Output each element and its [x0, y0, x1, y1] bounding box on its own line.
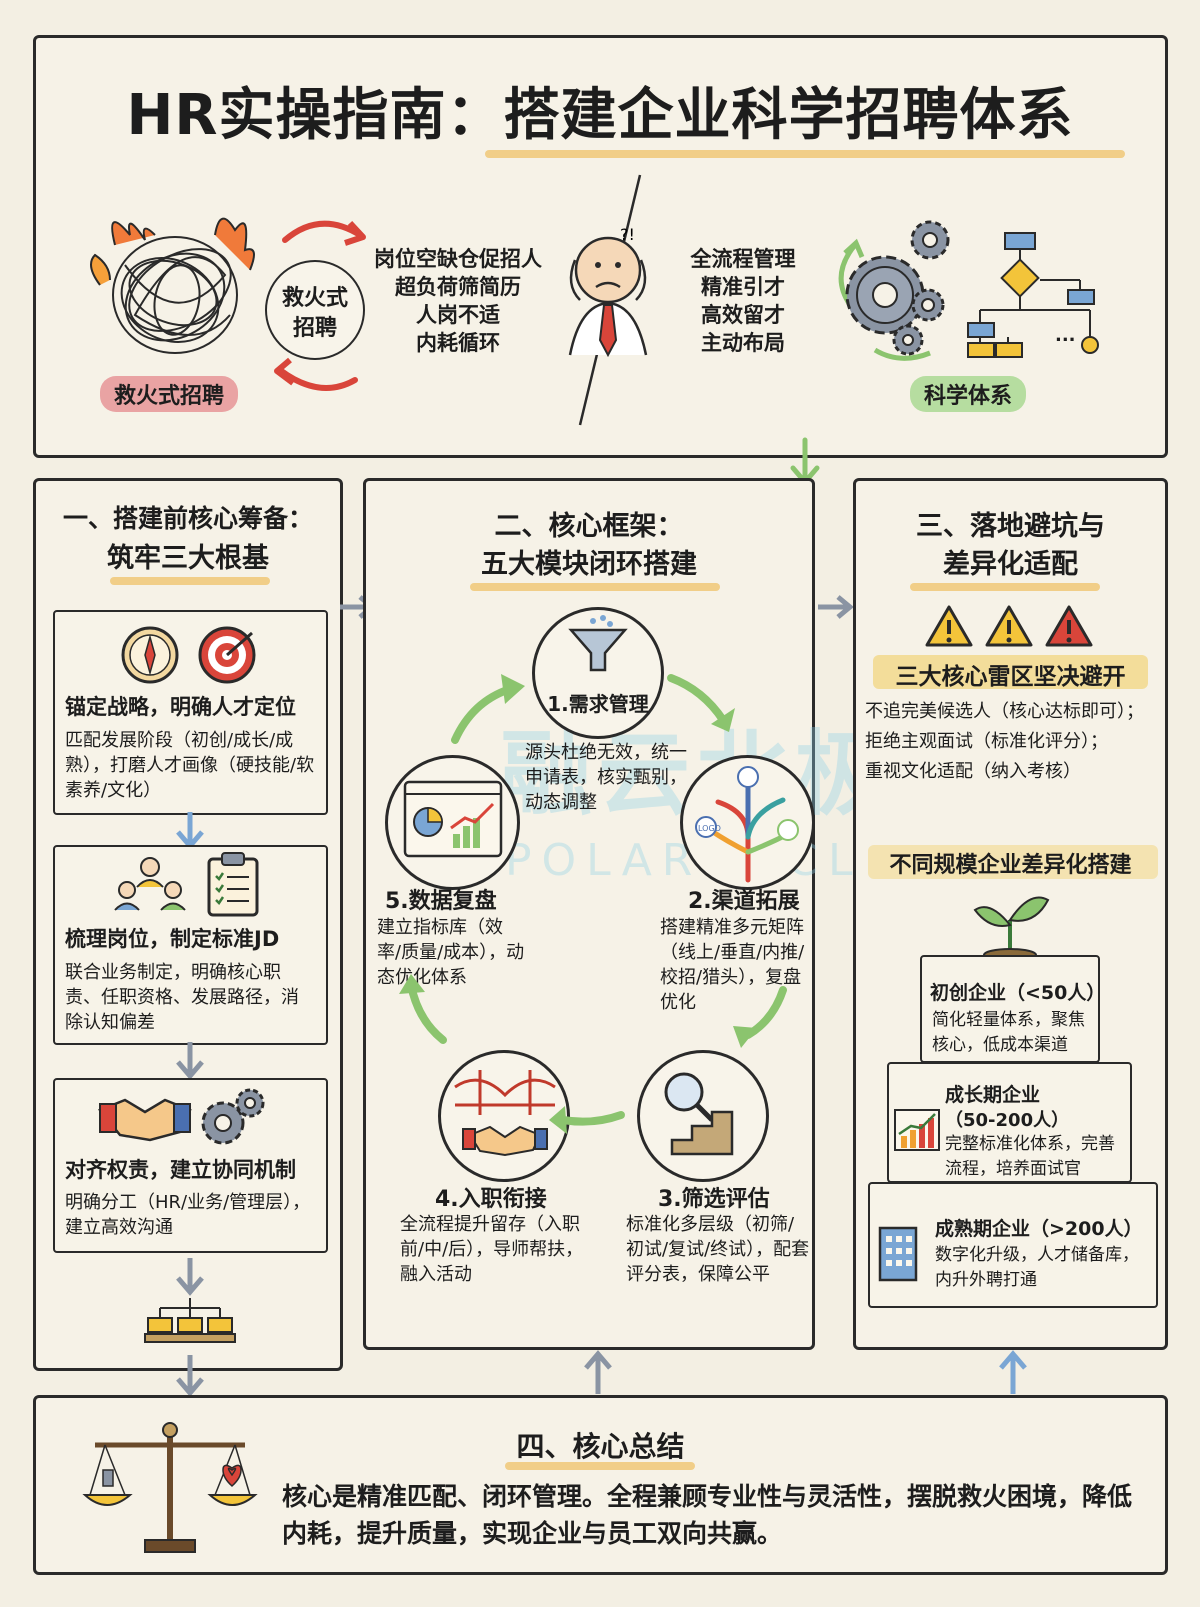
warning-icon [925, 605, 973, 647]
s1-heading-2: 梳理岗位，制定标准JD [65, 927, 280, 951]
module-3-name: 3.筛选评估 [658, 1187, 770, 1212]
section-3-title-2: 差异化适配 [943, 549, 1078, 580]
foundation-icon [144, 1298, 236, 1343]
s1-heading-1: 锚定战略，明确人才定位 [65, 695, 296, 719]
page-title: HR实操指南：搭建企业科学招聘体系 [126, 83, 1074, 148]
stressed-hr-icon: ?! [568, 174, 648, 426]
clipboard-icon [207, 852, 259, 917]
module-4-desc: 全流程提升留存（入职前/中/后），导师帮扶，融入活动 [400, 1214, 584, 1285]
s1-card-jd [53, 845, 328, 1045]
scale-title-highlight [868, 845, 1158, 879]
handshake-icon [97, 1098, 192, 1142]
section-3-title-1: 三、落地避坑与 [916, 511, 1105, 542]
section-1-title-1: 一、搭建前核心筹备： [62, 504, 313, 533]
module-4-name: 4.入职衔接 [435, 1187, 547, 1212]
module-5-desc: 建立指标库（效率/质量/成本），动态优化体系 [377, 917, 525, 988]
module-onboarding [438, 1050, 570, 1182]
tier-3-desc: 数字化升级，人才储备库，内升外聘打通 [935, 1245, 1139, 1290]
section-3-underline [910, 583, 1100, 591]
arrow-down-icon [176, 1042, 204, 1080]
arrow-right-icon [818, 595, 854, 619]
tier-2-name: 成长期企业 [945, 1084, 1041, 1106]
gears-icon [201, 1088, 265, 1145]
channel-branches-icon: LOGO [695, 766, 799, 883]
risk-title-highlight [873, 655, 1148, 689]
funnel-icon [568, 615, 628, 672]
module-2-name: 2.渠道拓展 [688, 889, 800, 914]
arrow-down-icon [176, 1258, 204, 1296]
module-1-desc: 源头杜绝无效，统一申请表，核实甄别，动态调整 [525, 742, 687, 813]
section-4-panel [33, 1395, 1168, 1575]
cycle-arrows-icon [274, 220, 366, 391]
cycle-label-1: 救火式 [281, 286, 348, 311]
arrow-up-icon [999, 1350, 1027, 1394]
section-2-title-2: 五大模块闭环搭建 [481, 549, 697, 580]
s1-card-strategy [53, 610, 328, 815]
tier-2-sub: （50-200人） [945, 1110, 1070, 1131]
arrow-down-icon [176, 1355, 204, 1397]
firefight-cycle [265, 260, 365, 360]
s1-body-3: 明确分工（HR/业务/管理层），建立高效沟通 [65, 1192, 311, 1238]
risk-item: 拒绝主观面试（标准化评分）； [865, 731, 1108, 752]
benefits-list: 全流程管理 精准引才 高效留才 主动布局 [668, 245, 818, 357]
module-5-name: 5.数据复盘 [385, 889, 497, 914]
section-1-title-2: 筑牢三大根基 [107, 543, 269, 574]
module-2-desc: 搭建精准多元矩阵（线上/垂直/内推/校招/猎头），复盘优化 [660, 917, 805, 1013]
section-4-body: 核心是精准匹配、闭环管理。全程兼顾专业性与灵活性，摆脱救火困境，降低内耗，提升质… [282, 1482, 1133, 1548]
compass-icon [121, 626, 179, 684]
scale-title: 不同规模企业差异化搭建 [889, 853, 1132, 878]
problem-item: 超负荷筛简历 [395, 275, 521, 299]
risk-list: 不追完美候选人（核心达标即可）； 拒绝主观面试（标准化评分）； 重视文化适配（纳… [865, 697, 1165, 787]
risk-title: 三大核心雷区坚决避开 [895, 664, 1126, 690]
flowchart-icon [967, 232, 1099, 358]
section-2-underline [470, 583, 720, 591]
cycle-arrows-icon [399, 674, 787, 1134]
arrow-up-icon [584, 1350, 612, 1394]
s1-body-1: 匹配发展阶段（初创/成长/成熟），打磨人才画像（硬技能/软素养/文化） [65, 730, 315, 801]
balance-scale-icon [82, 1422, 258, 1553]
science-label: 科学体系 [910, 376, 1027, 412]
module-1-name: 1.需求管理 [547, 692, 649, 716]
problems-list: 岗位空缺仓促招人 超负荷筛简历 人岗不适 内耗循环 [363, 245, 553, 357]
building-icon [878, 1226, 918, 1282]
problem-item: 人岗不适 [416, 303, 500, 327]
tier-1-desc: 简化轻量体系，聚焦核心，低成本渠道 [932, 1010, 1085, 1055]
team-icon [114, 857, 186, 911]
firefight-label: 救火式招聘 [100, 376, 239, 412]
bridge-handshake-icon [454, 1070, 556, 1157]
module-3-desc: 标准化多层级（初筛/初试/复试/终试），配套评分表，保障公平 [626, 1214, 810, 1285]
flowchart-ellipsis: ... [1055, 325, 1076, 346]
magnifier-stairs-icon [664, 1072, 734, 1156]
benefit-item: 高效留才 [701, 303, 785, 327]
title-underline [485, 150, 1125, 158]
target-icon [198, 626, 256, 684]
section-2-title-1: 二、核心框架： [494, 511, 684, 542]
s1-body-2: 联合业务制定，明确核心职责、任职资格、发展路径，消除认知偏差 [65, 962, 299, 1033]
risk-item: 重视文化适配（纳入考核） [865, 761, 1081, 782]
s1-heading-3: 对齐权责，建立协同机制 [65, 1158, 296, 1182]
tier-1-name: 初创企业（<50人） [930, 982, 1106, 1004]
sprout-icon [973, 896, 1050, 962]
dashboard-icon [403, 780, 503, 858]
channel-logo-text: LOGO [698, 824, 721, 833]
benefit-item: 全流程管理 [690, 247, 796, 271]
growth-chart-icon [894, 1109, 940, 1151]
tangled-yarn-icon [90, 217, 255, 354]
section-4-title: 四、核心总结 [516, 1430, 685, 1463]
section-4-underline [505, 1462, 695, 1470]
svg-text:?!: ?! [620, 225, 635, 244]
tier-3-name: 成熟期企业（>200人） [935, 1218, 1143, 1240]
problem-item: 岗位空缺仓促招人 [374, 247, 542, 271]
warning-icon [1045, 605, 1093, 647]
gears-icon [838, 220, 950, 361]
tier-2-desc: 完整标准化体系，完善流程，培养面试官 [945, 1134, 1115, 1179]
module-screening [637, 1050, 769, 1182]
risk-item: 不追完美候选人（核心达标即可）； [865, 701, 1144, 722]
section-1-underline [110, 577, 270, 585]
problem-item: 内耗循环 [416, 331, 500, 355]
benefit-item: 精准引才 [701, 275, 785, 299]
cycle-label-2: 招聘 [292, 316, 337, 341]
warning-icon [985, 605, 1033, 647]
benefit-item: 主动布局 [701, 331, 785, 355]
